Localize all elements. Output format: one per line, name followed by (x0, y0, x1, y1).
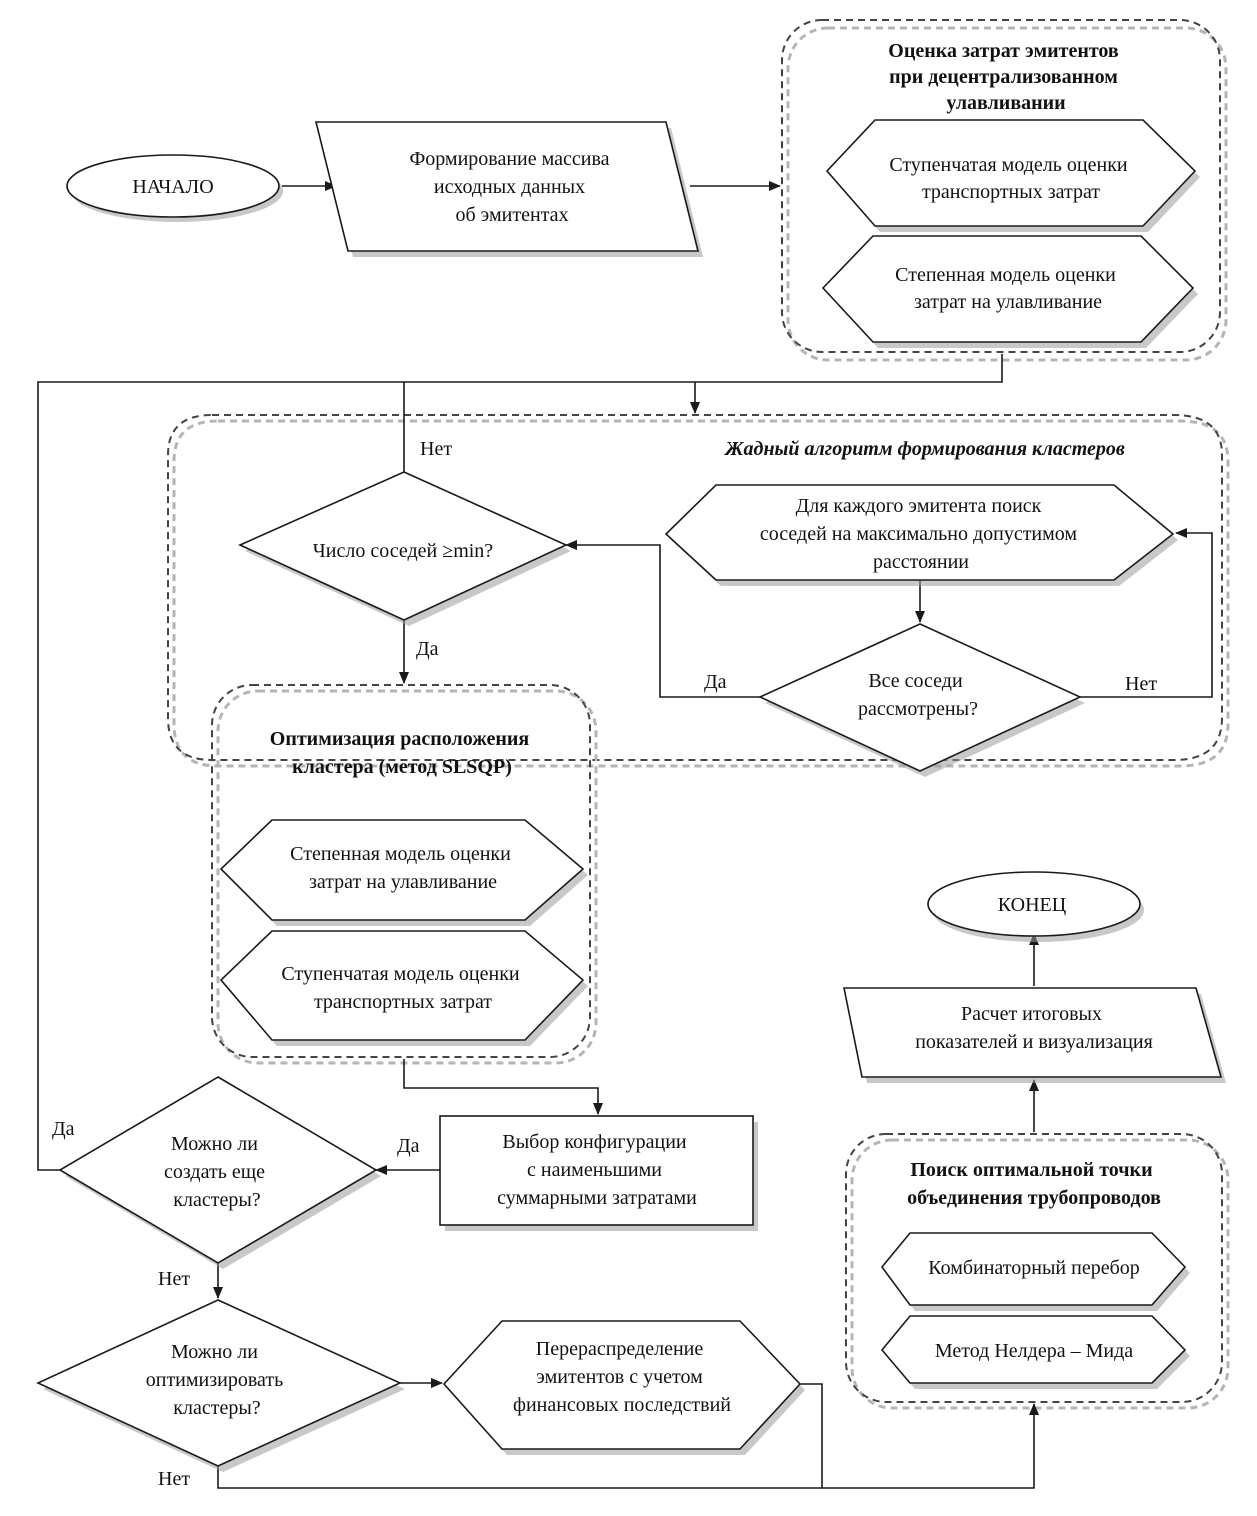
line-redistribute-down (800, 1383, 823, 1488)
svg-text:Для каждого эмитента поиск: Для каждого эмитента поиск соседей на ма… (760, 495, 1082, 573)
svg-text:Степенная модель оценки: Степенная модель оценки затрат на улавли… (895, 264, 1121, 313)
edge-label-all-yes: Да (704, 671, 727, 693)
svg-text:Можно ли создать еще: Можно ли создать еще кластеры? (164, 1133, 270, 1211)
start-label: НАЧАЛО (132, 176, 213, 198)
end-terminal: КОНЕЦ (927, 871, 1144, 942)
end-label: КОНЕЦ (998, 894, 1066, 916)
svg-text:Комбинаторный перебор: Комбинаторный перебор (928, 1257, 1140, 1279)
svg-text:Число соседей ≥min?: Число соседей ≥min? (313, 540, 494, 562)
input-data-label: Формирование массива исходных данных об … (409, 148, 614, 226)
svg-text:Ступенчатая модель оценки: Ступенчатая модель оценки транспортных з… (889, 154, 1132, 203)
decentralized-step-model: Ступенчатая модель оценки транспортных з… (825, 119, 1200, 232)
more-clusters-decision: Можно ли создать еще кластеры? (58, 1076, 381, 1269)
edge-label-neighbors-yes: Да (416, 638, 439, 660)
edge-label-neighbors-no: Нет (420, 438, 452, 460)
search-neighbors-node: Для каждого эмитента поиск соседей на ма… (664, 484, 1178, 586)
svg-text:Перераспределение эмитен: Перераспределение эмитентов с учетом фин… (513, 1338, 731, 1416)
decentralized-costs-group (781, 19, 1228, 362)
svg-text:Ступенчатая модель оценки: Ступенчатая модель оценки транспортных з… (281, 963, 524, 1013)
edge-label-more-no: Нет (158, 1268, 190, 1290)
arrow-check-no-loop (1080, 528, 1213, 698)
edge-label-optimize-no: Нет (158, 1468, 190, 1490)
neighbors-min-decision: Число соседей ≥min? (238, 471, 571, 626)
svg-text:Расчет итоговых показате: Расчет итоговых показателей и визуализац… (915, 1003, 1153, 1053)
slsqp-optimization-group (211, 684, 598, 1065)
greedy-title: Жадный алгоритм формирования кластеров (723, 438, 1125, 460)
final-calc-node: Расчет итоговых показателей и визуализац… (843, 987, 1226, 1083)
edge-label-config-yes: Да (397, 1135, 420, 1157)
loop-line-left (37, 354, 1003, 1171)
edge-label-more-yes: Да (52, 1118, 75, 1140)
start-terminal: НАЧАЛО (66, 154, 283, 222)
all-neighbors-decision: Все соседи рассмотрены? (758, 623, 1085, 777)
optimize-clusters-decision: Можно ли оптимизировать кластеры? (36, 1299, 405, 1472)
edge-labels: Нет Да Да Нет Да Да Нет Нет (52, 438, 1157, 1490)
svg-text:Метод Нелдера – Мида: Метод Нелдера – Мида (935, 1340, 1133, 1362)
svg-text:Выбор конфигурации с наи: Выбор конфигурации с наименьшими суммарн… (497, 1131, 697, 1209)
pipeline-title: Поиск оптимальной точки объединения труб… (907, 1159, 1161, 1209)
choose-config-node: Выбор конфигурации с наименьшими суммарн… (439, 1115, 758, 1231)
nelder-mead-node: Метод Нелдера – Мида (880, 1315, 1190, 1389)
svg-text:Степенная модель оценки: Степенная модель оценки затрат на улавли… (290, 843, 516, 893)
svg-text:Все соседи рассмотрены?: Все соседи рассмотрены? (858, 670, 978, 720)
input-data-node: Формирование массива исходных данных об … (314, 121, 703, 257)
arrow-optimize-no (217, 1403, 1039, 1489)
arrow-opt-to-choose (403, 1059, 603, 1115)
slsqp-title: Оптимизация расположения кластера (метод… (270, 728, 534, 778)
slsqp-power-model: Степенная модель оценки затрат на улавли… (219, 819, 588, 926)
arrow-check-yes (565, 540, 760, 698)
greedy-algorithm-group (167, 414, 1230, 768)
redistribute-node: Перераспределение эмитентов с учетом фин… (442, 1320, 805, 1455)
svg-text:Можно ли оптимизировать: Можно ли оптимизировать кластеры? (146, 1341, 289, 1419)
edge-label-all-no: Нет (1125, 673, 1157, 695)
connectors (37, 181, 1213, 1489)
decentralized-title: Оценка затрат эмитентов при децентрализо… (888, 40, 1123, 114)
pipeline-junction-group (845, 1133, 1230, 1410)
combinatorial-node: Комбинаторный перебор (880, 1232, 1190, 1311)
decentralized-power-model: Степенная модель оценки затрат на улавли… (821, 235, 1198, 348)
slsqp-step-model: Ступенчатая модель оценки транспортных з… (219, 930, 588, 1046)
